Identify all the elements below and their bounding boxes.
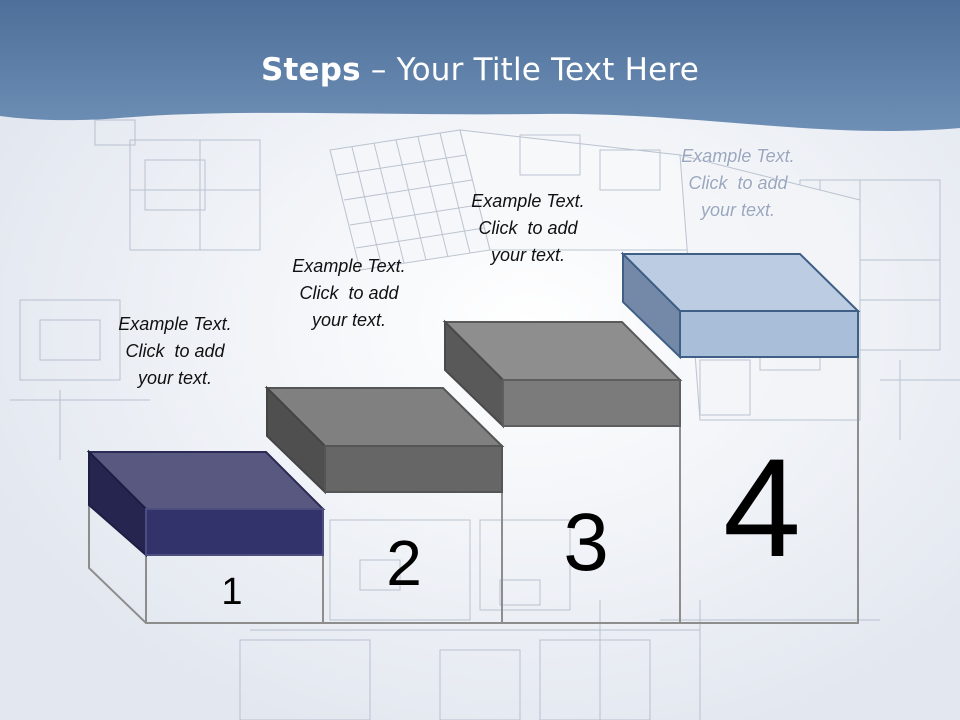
step-2-caption[interactable]: Example Text. Click to add your text. [249,253,449,334]
step-4-number: 4 [723,429,801,586]
step-1-block[interactable] [86,449,326,558]
step-3-caption[interactable]: Example Text. Click to add your text. [428,188,628,269]
step-1-number: 1 [221,571,242,613]
step-3-number: 3 [563,497,609,588]
step-4-caption-line-1: Example Text. [681,146,795,166]
step-2-block[interactable] [264,385,505,495]
slide-title-rest: – Your Title Text Here [360,52,699,88]
step-3-caption-line-3: your text. [490,245,566,265]
step-3-caption-line-1: Example Text. [471,191,585,211]
slide-title: Steps – Your Title Text Here [0,52,960,88]
step-2-caption-line-2: Click to add [299,283,399,303]
slide-title-bold: Steps [260,52,361,88]
step-2-caption-line-3: your text. [311,310,387,330]
step-4-caption[interactable]: Example Text. Click to add your text. [638,143,838,224]
step-4-caption-line-2: Click to add [688,173,788,193]
step-3-block[interactable] [442,319,683,429]
step-2-caption-line-1: Example Text. [292,256,406,276]
step-1-caption-line-1: Example Text. [118,314,232,334]
step-3-caption-line-2: Click to add [478,218,578,238]
step-2-number: 2 [386,527,422,599]
step-1-caption[interactable]: Example Text. Click to add your text. [75,311,275,392]
step-1-caption-line-3: your text. [137,368,213,388]
step-1-caption-line-2: Click to add [125,341,225,361]
step-4-block[interactable] [620,251,861,360]
step-4-caption-line-3: your text. [700,200,776,220]
step-4-column [323,357,859,624]
